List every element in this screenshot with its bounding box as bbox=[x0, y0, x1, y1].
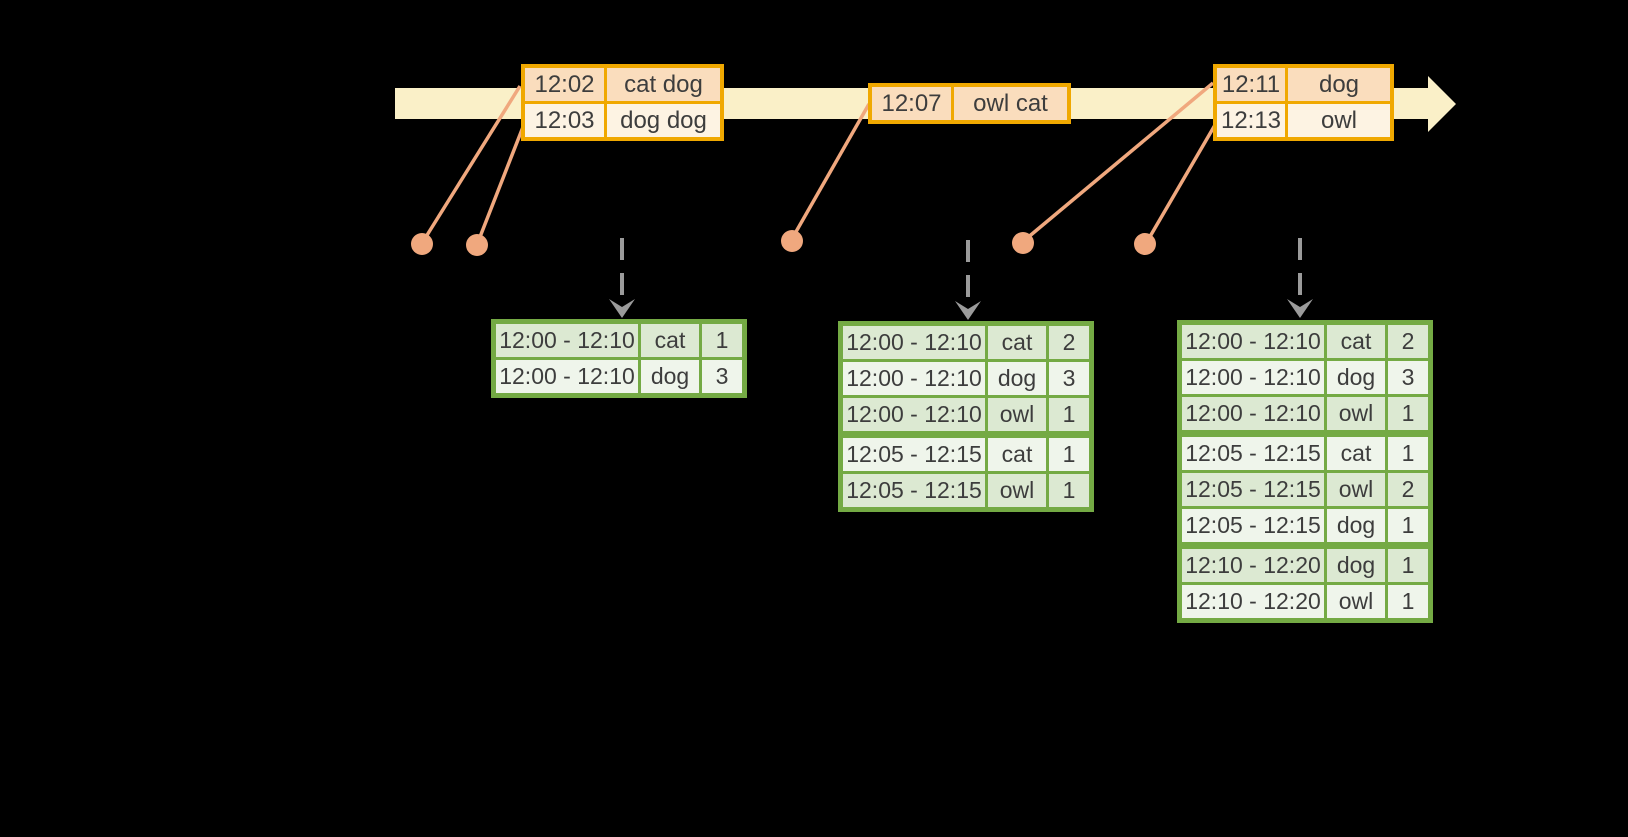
table-cell: 12:05 - 12:15 bbox=[839, 431, 988, 474]
table-cell: 1 bbox=[1046, 471, 1093, 511]
table-cell: cat bbox=[1324, 321, 1388, 361]
table-cell: dog dog bbox=[604, 101, 724, 141]
dashed-down-arrow-icon bbox=[955, 240, 981, 320]
table-cell: owl bbox=[1285, 101, 1394, 141]
table-cell: 1 bbox=[1046, 395, 1093, 436]
table-cell: 3 bbox=[1385, 358, 1432, 397]
table-cell: 1 bbox=[1385, 430, 1432, 473]
table-cell: 12:05 - 12:15 bbox=[1178, 506, 1327, 547]
table-cell: 2 bbox=[1385, 470, 1432, 509]
table-cell: cat bbox=[985, 322, 1049, 362]
table-cell: 12:10 - 12:20 bbox=[1178, 582, 1327, 622]
table-cell: owl cat bbox=[951, 83, 1071, 124]
connector-line bbox=[476, 126, 525, 243]
event-dot bbox=[411, 233, 433, 255]
table-cell: 12:05 - 12:15 bbox=[1178, 430, 1327, 473]
table-cell: 12:05 - 12:15 bbox=[1178, 470, 1327, 509]
table-cell: owl bbox=[1324, 470, 1388, 509]
table-cell: 12:00 - 12:10 bbox=[1178, 321, 1327, 361]
table-cell: 1 bbox=[1385, 394, 1432, 435]
table-cell: 1 bbox=[1385, 542, 1432, 585]
table-cell: 12:02 bbox=[521, 64, 607, 104]
table-cell: dog bbox=[638, 357, 702, 397]
table-cell: cat dog bbox=[604, 64, 724, 104]
event-dot bbox=[781, 230, 803, 252]
table-cell: cat bbox=[1324, 430, 1388, 473]
table-cell: 12:00 - 12:10 bbox=[1178, 358, 1327, 397]
table-cell: 12:00 - 12:10 bbox=[492, 357, 641, 397]
event-dot bbox=[1012, 232, 1034, 254]
event-dot bbox=[466, 234, 488, 256]
table-cell: 12:05 - 12:15 bbox=[839, 471, 988, 511]
dashed-down-arrow-icon bbox=[609, 238, 635, 318]
table-cell: 12:10 - 12:20 bbox=[1178, 542, 1327, 585]
table-cell: owl bbox=[1324, 582, 1388, 622]
table-cell: 12:03 bbox=[521, 101, 607, 141]
table-cell: 12:07 bbox=[868, 83, 954, 124]
event-dot bbox=[1134, 233, 1156, 255]
table-cell: owl bbox=[1324, 394, 1388, 435]
table-cell: dog bbox=[1324, 506, 1388, 547]
table-cell: dog bbox=[1285, 64, 1394, 104]
table-cell: 3 bbox=[1046, 359, 1093, 398]
table-cell: 1 bbox=[1385, 582, 1432, 622]
table-cell: cat bbox=[638, 320, 702, 360]
table-cell: 12:11 bbox=[1213, 64, 1288, 104]
table-cell: 12:00 - 12:10 bbox=[839, 395, 988, 436]
dashed-down-arrow-icon bbox=[1287, 238, 1313, 318]
table-cell: 1 bbox=[1385, 506, 1432, 547]
table-cell: 12:00 - 12:10 bbox=[1178, 394, 1327, 435]
table-cell: dog bbox=[985, 359, 1049, 398]
connector-line bbox=[791, 103, 871, 238]
table-cell: owl bbox=[985, 395, 1049, 436]
table-cell: cat bbox=[985, 431, 1049, 474]
table-cell: 3 bbox=[699, 357, 746, 397]
table-cell: 12:00 - 12:10 bbox=[839, 322, 988, 362]
connector-line bbox=[1146, 124, 1217, 241]
table-cell: owl bbox=[985, 471, 1049, 511]
table-cell: 1 bbox=[1046, 431, 1093, 474]
table-cell: 1 bbox=[699, 320, 746, 360]
table-cell: 2 bbox=[1046, 322, 1093, 362]
timeline-arrowhead-icon bbox=[1428, 76, 1456, 132]
table-cell: 2 bbox=[1385, 321, 1432, 361]
table-cell: 12:00 - 12:10 bbox=[839, 359, 988, 398]
table-cell: 12:13 bbox=[1213, 101, 1288, 141]
table-cell: dog bbox=[1324, 358, 1388, 397]
table-cell: 12:00 - 12:10 bbox=[492, 320, 641, 360]
table-cell: dog bbox=[1324, 542, 1388, 585]
